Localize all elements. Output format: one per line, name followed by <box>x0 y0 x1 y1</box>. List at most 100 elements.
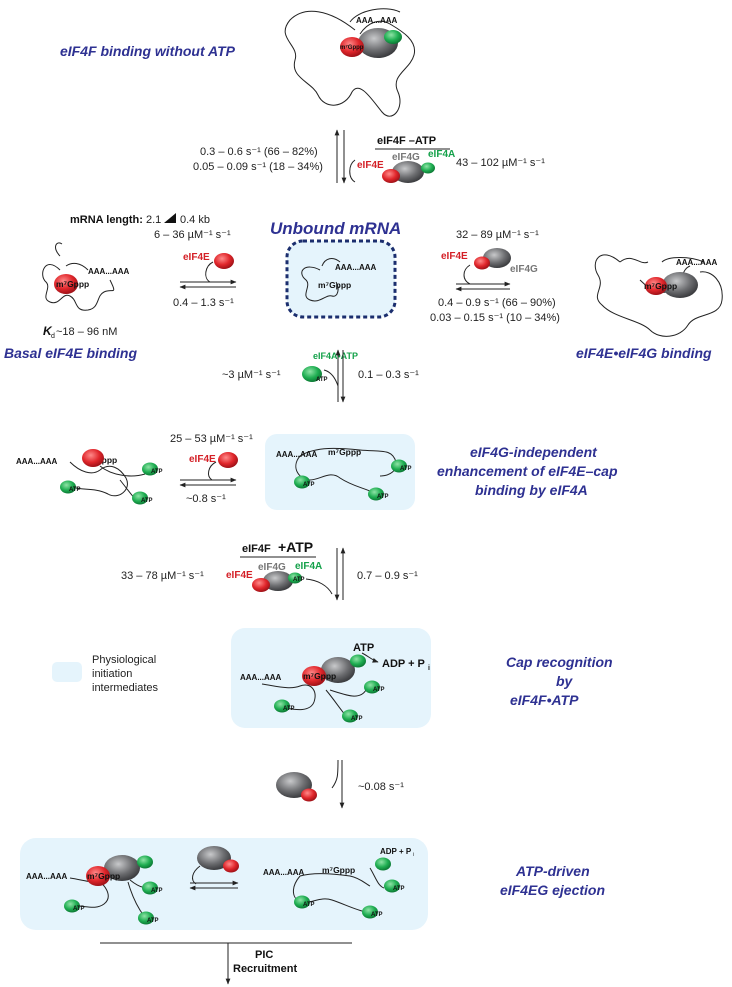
transition-no-atp: 0.3 – 0.6 s⁻¹ (66 – 82%) 0.05 – 0.09 s⁻¹… <box>193 129 545 184</box>
title-cap-1: Cap recognition <box>506 654 613 670</box>
legend-line-2: initiation <box>92 668 132 680</box>
eif4e-protein <box>214 253 234 269</box>
rate-f-off: 0.7 – 0.9 s⁻¹ <box>357 570 418 582</box>
title-g-indep-2: enhancement of eIF4E–cap <box>437 463 618 479</box>
rate-a-on: ~3 µM⁻¹ s⁻¹ <box>222 369 281 381</box>
cap-label: m⁷Gppp <box>322 865 355 875</box>
eif4a-protein <box>421 162 435 174</box>
atp-label: ATP <box>400 466 412 472</box>
mrna-no-atp: AAA...AAA m⁷Gppp <box>284 8 416 117</box>
atp-label: ATP <box>151 469 163 475</box>
eif4a-protein <box>384 30 402 44</box>
eif4e-protein <box>474 256 490 270</box>
atp-label: ATP <box>293 577 305 583</box>
eif4g-label: eIF4G <box>510 264 538 275</box>
eif4a-protein <box>274 699 290 713</box>
title-cap-3: eIF4F•ATP <box>510 692 579 708</box>
eif4g-label: eIF4G <box>392 152 420 163</box>
polya-label: AAA...AAA <box>335 263 377 272</box>
cap-label: m⁷Gppp <box>644 281 677 291</box>
rate-gi-off: ~0.8 s⁻¹ <box>186 493 226 505</box>
rate-a-off: 0.1 – 0.3 s⁻¹ <box>358 369 419 381</box>
polya-label: AAA...AAA <box>356 16 398 25</box>
eif4g-protein <box>321 657 355 683</box>
atp-label: ATP <box>373 687 385 693</box>
eif4g-label: eIF4G <box>258 562 286 573</box>
mrna-before-ejection: AAA...AAA m⁷Gppp ATP ATP ATP <box>26 855 163 925</box>
rate-eg-off-1: 0.4 – 0.9 s⁻¹ (66 – 90%) <box>438 297 556 309</box>
rate-eg-on: 32 – 89 µM⁻¹ s⁻¹ <box>456 229 539 241</box>
rate-basal-off: 0.4 – 1.3 s⁻¹ <box>173 297 234 309</box>
polya-label: AAA...AAA <box>16 457 58 466</box>
eif4e-label: eIF4E <box>189 454 216 465</box>
eif4a-protein <box>142 462 158 476</box>
eif4a-protein <box>132 491 148 505</box>
transition-eif4a: eIF4A•ATP ATP ~3 µM⁻¹ s⁻¹ 0.1 – 0.3 s⁻¹ <box>222 349 419 403</box>
eif4a-label: eIF4A <box>295 561 322 572</box>
cap-label: m⁷Gppp <box>318 280 351 290</box>
pi-subscript: i <box>413 852 414 858</box>
eif4e-protein <box>302 666 326 686</box>
cap-label: m⁷Gppp <box>303 671 336 681</box>
eif4e-protein <box>218 452 238 468</box>
rate-eg-off-2: 0.03 – 0.15 s⁻¹ (10 – 34%) <box>430 312 560 324</box>
atp-label: ATP <box>351 716 363 722</box>
eif4a-protein <box>364 680 380 694</box>
eif4a-protein <box>302 366 322 382</box>
eif4g-protein <box>263 571 293 591</box>
eif4e-protein <box>54 274 78 294</box>
eif4f-minus-atp-label: eIF4F –ATP <box>377 135 436 147</box>
polya-label: AAA...AAA <box>240 673 282 682</box>
eif4a-protein <box>375 857 391 871</box>
eif4a-protein <box>137 855 153 869</box>
title-atp-1: ATP-driven <box>515 863 590 879</box>
cap-label: m⁷Gppp <box>87 871 120 881</box>
eif4a-protein <box>384 879 400 893</box>
eif4e-protein <box>382 169 400 183</box>
atp-label: ATP <box>303 902 315 908</box>
title-no-atp: eIF4F binding without ATP <box>60 43 236 59</box>
eif4g-protein <box>662 272 698 298</box>
eif4e-protein <box>252 578 270 592</box>
mrna-eg: AAA...AAA m⁷Gppp <box>594 254 723 337</box>
title-cap-2: by <box>556 673 574 689</box>
polya-label: AAA...AAA <box>276 450 318 459</box>
eif4f-plus-label: eIF4F <box>242 543 271 555</box>
transition-eif4f-atp: eIF4F +ATP eIF4G eIF4A eIF4E ATP 33 – 78… <box>121 539 418 601</box>
rate-gi-on: 25 – 53 µM⁻¹ s⁻¹ <box>170 433 253 445</box>
eif4g-protein <box>197 846 231 870</box>
mrna-length-end: 0.4 kb <box>180 214 210 226</box>
pic-recruitment: PIC Recruitment <box>100 942 352 985</box>
rate-f-on: 33 – 78 µM⁻¹ s⁻¹ <box>121 570 204 582</box>
eif4e-protein <box>645 277 667 295</box>
kd-value: ~18 – 96 nM <box>56 326 117 338</box>
eif4a-protein <box>391 459 407 473</box>
adp-pi-label: ADP + P <box>382 658 425 670</box>
eif4a-label: eIF4A <box>428 149 455 160</box>
eif4a-protein <box>142 881 158 895</box>
kd-symbol: K <box>43 324 53 338</box>
eif4e-protein <box>86 866 110 886</box>
polya-label: AAA...AAA <box>263 868 305 877</box>
title-basal: Basal eIF4E binding <box>4 345 137 361</box>
eif4a-protein <box>60 480 76 494</box>
atp-label: ATP <box>283 706 295 712</box>
mrna-eif4a-cap: AAA...AAA m⁷Gppp ATP ATP ATP <box>276 447 412 501</box>
eif4e-label: eIF4E <box>441 251 468 262</box>
atp-label: ATP <box>377 494 389 500</box>
polya-label: AAA...AAA <box>676 258 718 267</box>
cap-label: m⁷Gppp <box>56 279 89 289</box>
eif4e-label: eIF4E <box>226 570 253 581</box>
eif4e-protein <box>82 449 104 467</box>
adp-pi-label: ADP + P <box>380 847 412 856</box>
rate-no-atp-on: 43 – 102 µM⁻¹ s⁻¹ <box>456 157 545 169</box>
eif4a-atp-label: eIF4A•ATP <box>313 351 358 361</box>
eif4a-protein <box>288 572 302 584</box>
recruitment-label: Recruitment <box>233 963 298 975</box>
eif4e-protein <box>223 859 239 873</box>
legend-line-1: Physiological <box>92 654 156 666</box>
eif4a-protein <box>342 709 358 723</box>
plus-atp-label: +ATP <box>278 539 313 555</box>
triangle-icon <box>164 213 176 223</box>
legend-line-3: intermediates <box>92 682 159 694</box>
